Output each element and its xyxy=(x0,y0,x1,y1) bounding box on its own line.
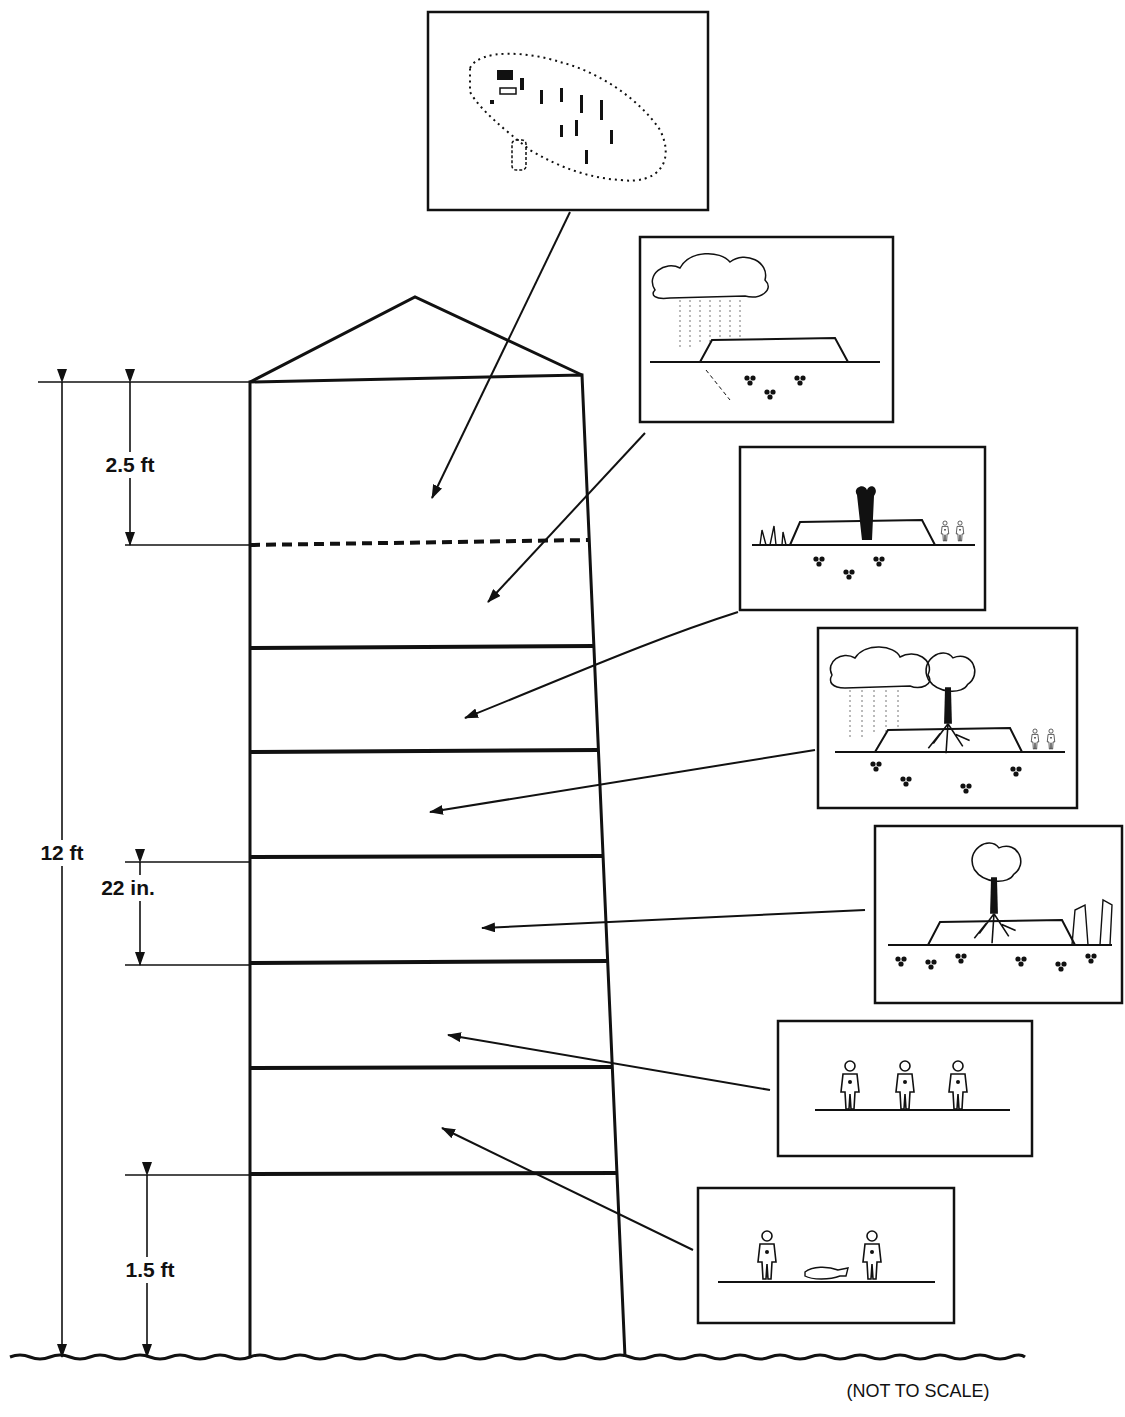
dimension-label: 1.5 ft xyxy=(122,1257,177,1283)
dimension-label: 12 ft xyxy=(37,840,86,866)
dimension-label: 22 in. xyxy=(98,875,158,901)
scale-note: (NOT TO SCALE) xyxy=(843,1380,992,1403)
dimension-label: 2.5 ft xyxy=(102,452,157,478)
